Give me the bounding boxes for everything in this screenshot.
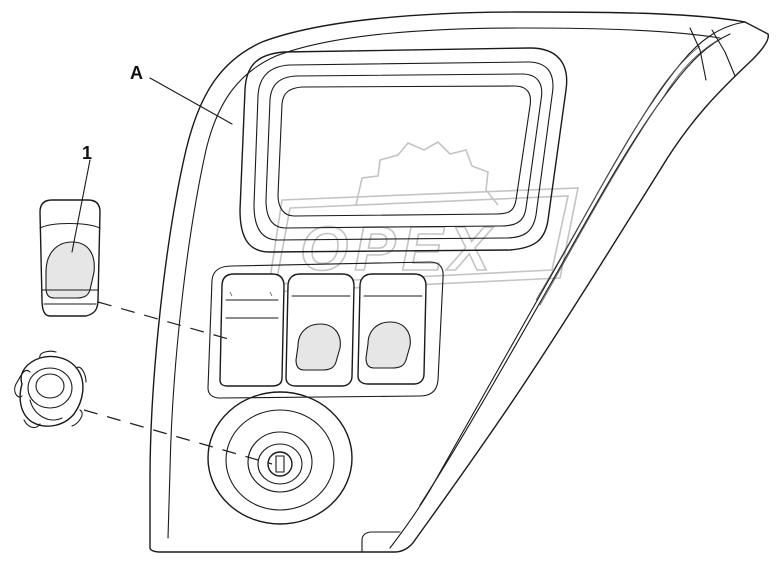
rotary-knob — [14, 350, 87, 429]
rocker-switch-2 — [285, 273, 355, 387]
ignition-socket — [207, 391, 353, 525]
callout-label-1: 1 — [82, 143, 92, 163]
part-1-rocker-switch — [39, 199, 101, 317]
switch-bay-1 — [219, 273, 285, 387]
side-panel-a — [149, 11, 769, 553]
rocker-switch-3 — [357, 273, 427, 385]
assembly-lines — [83, 301, 273, 465]
callout-leaders — [71, 77, 233, 253]
callout-label-a: A — [130, 63, 143, 83]
